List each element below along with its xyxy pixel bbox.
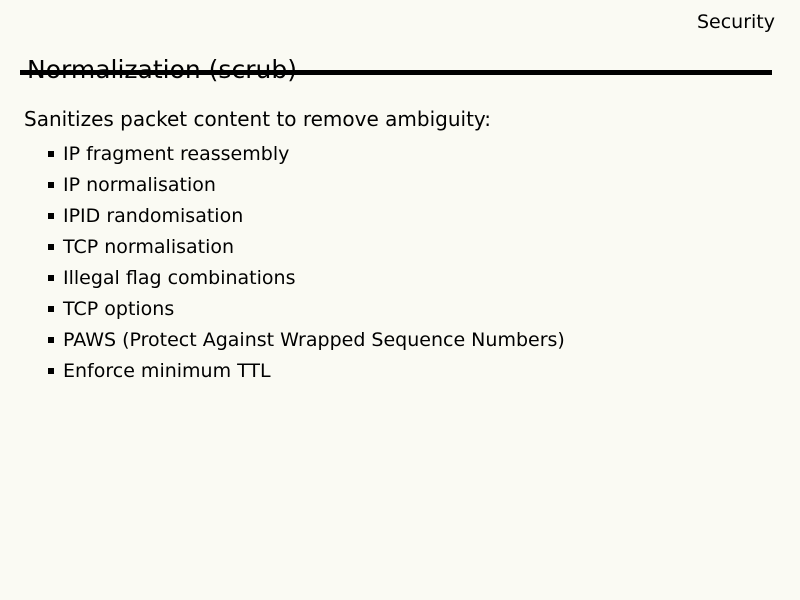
list-item: Enforce minimum TTL xyxy=(48,355,565,386)
list-item-label: Enforce minimum TTL xyxy=(63,359,271,382)
list-item: TCP options xyxy=(48,293,565,324)
bullet-square-icon xyxy=(48,305,54,312)
list-item: PAWS (Protect Against Wrapped Sequence N… xyxy=(48,324,565,355)
list-item-label: TCP normalisation xyxy=(63,235,235,258)
list-item: IP fragment reassembly xyxy=(48,138,565,169)
list-item: IP normalisation xyxy=(48,169,565,200)
bullet-square-icon xyxy=(48,336,54,343)
list-item-label: IP normalisation xyxy=(63,173,216,196)
slide-title: Normalization (scrub) xyxy=(27,55,297,84)
bullet-square-icon xyxy=(48,181,54,188)
corner-label: Security xyxy=(696,11,775,33)
list-item: Illegal flag combinations xyxy=(48,262,565,293)
title-rule xyxy=(20,70,772,75)
list-item-label: TCP options xyxy=(63,297,175,320)
list-item: IPID randomisation xyxy=(48,200,565,231)
list-item-label: PAWS (Protect Against Wrapped Sequence N… xyxy=(63,328,565,351)
intro-text: Sanitizes packet content to remove ambig… xyxy=(24,107,492,131)
list-item: TCP normalisation xyxy=(48,231,565,262)
bullet-square-icon xyxy=(48,150,54,157)
list-item-label: Illegal flag combinations xyxy=(63,266,296,289)
bullet-square-icon xyxy=(48,367,54,374)
list-item-label: IPID randomisation xyxy=(63,204,244,227)
bullet-square-icon xyxy=(48,243,54,250)
list-item-label: IP fragment reassembly xyxy=(63,142,290,165)
bullet-square-icon xyxy=(48,274,54,281)
bullet-square-icon xyxy=(48,212,54,219)
